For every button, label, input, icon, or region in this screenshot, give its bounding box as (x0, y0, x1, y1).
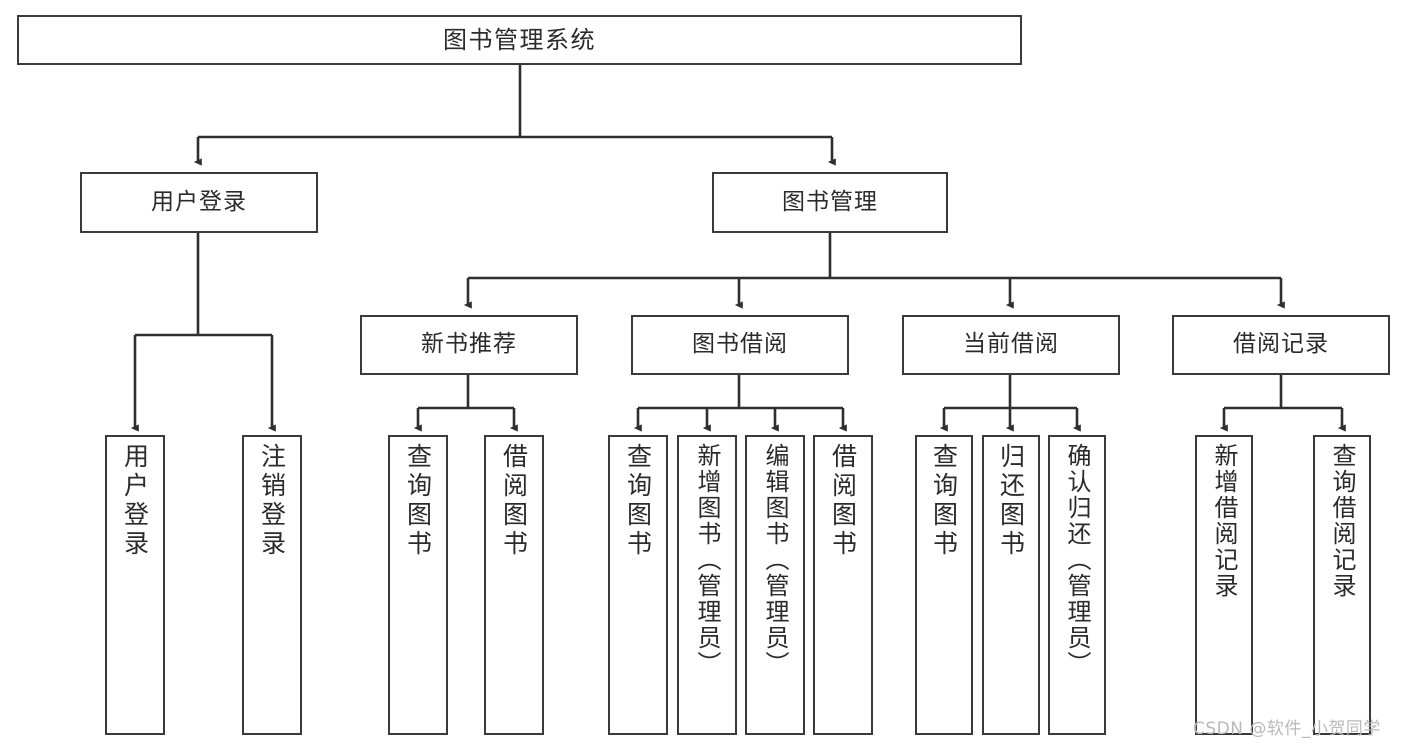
leaf-query-borrow-record[interactable]: 查询借阅记录 (1313, 435, 1371, 735)
node-label: 用户登录 (120, 443, 150, 559)
leaf-logout[interactable]: 注销登录 (242, 435, 302, 735)
leaf-add-book-admin[interactable]: 新增图书（管理员） (677, 435, 737, 735)
node-label: 查询图书 (623, 443, 653, 559)
node-label: 借阅图书 (499, 443, 529, 559)
leaf-query-book-borrow[interactable]: 查询图书 (608, 435, 668, 735)
node-current-borrow[interactable]: 当前借阅 (902, 315, 1120, 375)
node-book-borrow[interactable]: 图书借阅 (631, 315, 849, 375)
leaf-borrow-book[interactable]: 借阅图书 (813, 435, 873, 735)
node-label: 查询借阅记录 (1328, 443, 1356, 599)
node-label: 新增借阅记录 (1210, 443, 1238, 599)
node-label: 新书推荐 (421, 331, 517, 358)
leaf-confirm-return-admin[interactable]: 确认归还（管理员） (1048, 435, 1106, 735)
node-root-system[interactable]: 图书管理系统 (17, 15, 1022, 65)
node-label: 新增图书（管理员） (693, 443, 721, 677)
node-label: 用户登录 (151, 188, 247, 215)
node-label: 归还图书 (996, 443, 1026, 559)
leaf-user-login[interactable]: 用户登录 (105, 435, 165, 735)
node-new-book-recommend[interactable]: 新书推荐 (360, 315, 578, 375)
node-book-management[interactable]: 图书管理 (712, 172, 948, 233)
node-label: 查询图书 (403, 443, 433, 559)
node-label: 确认归还（管理员） (1063, 443, 1091, 677)
node-label: 注销登录 (257, 443, 287, 559)
node-label: 图书管理 (782, 188, 878, 215)
leaf-edit-book-admin[interactable]: 编辑图书（管理员） (745, 435, 805, 735)
node-label: 查询图书 (929, 443, 959, 559)
node-label: 借阅记录 (1233, 331, 1329, 358)
node-label: 当前借阅 (963, 331, 1059, 358)
node-label: 编辑图书（管理员） (761, 443, 789, 677)
node-label: 图书借阅 (692, 331, 788, 358)
leaf-query-book-current[interactable]: 查询图书 (915, 435, 973, 735)
leaf-borrow-book-recommend[interactable]: 借阅图书 (484, 435, 544, 735)
leaf-query-book-recommend[interactable]: 查询图书 (388, 435, 448, 735)
node-user-login[interactable]: 用户登录 (80, 172, 318, 233)
node-label: 图书管理系统 (443, 25, 596, 54)
csdn-watermark: CSDN @软件_小贺同学 (1193, 719, 1381, 739)
leaf-return-book[interactable]: 归还图书 (982, 435, 1040, 735)
node-label: 借阅图书 (828, 443, 858, 559)
leaf-add-borrow-record[interactable]: 新增借阅记录 (1195, 435, 1253, 735)
node-borrow-record[interactable]: 借阅记录 (1172, 315, 1390, 375)
